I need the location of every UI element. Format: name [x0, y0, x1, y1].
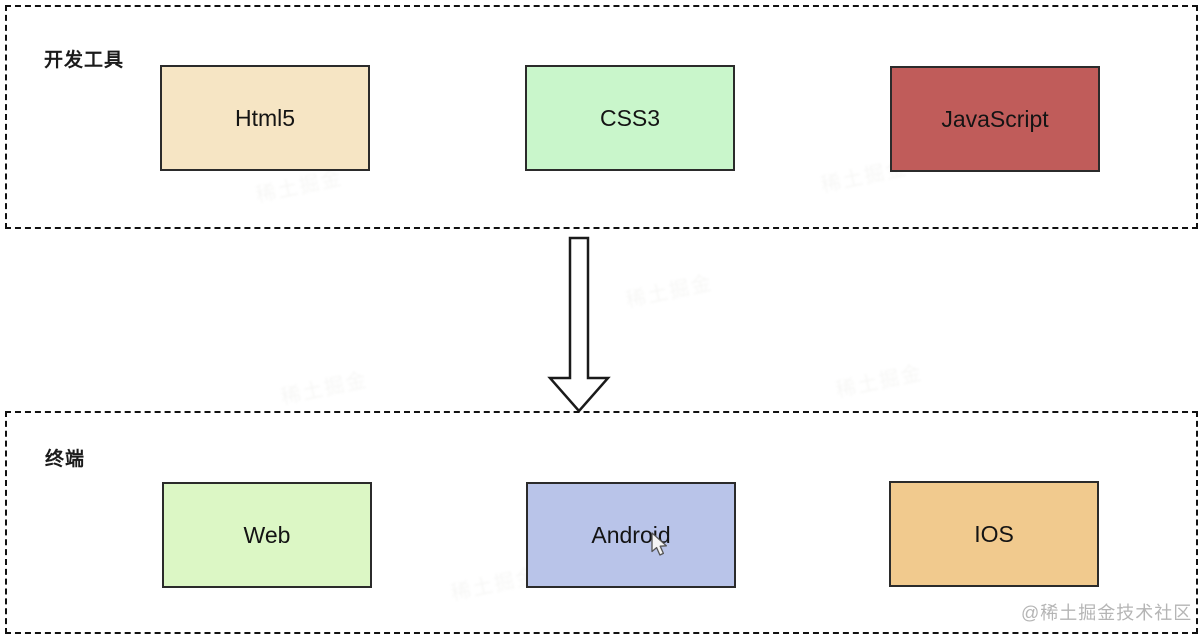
group-terminals: 终端 Web Android IOS [5, 411, 1198, 634]
group-dev-tools-label: 开发工具 [44, 50, 125, 71]
node-ios-label: IOS [974, 520, 1014, 547]
community-watermark: @稀土掘金技术社区 [1021, 603, 1193, 623]
down-arrow-icon [547, 236, 611, 413]
node-javascript: JavaScript [890, 66, 1100, 172]
node-html5-label: Html5 [234, 104, 296, 131]
node-web-label: Web [243, 521, 291, 548]
node-android-label: Android [591, 521, 671, 548]
faint-watermark: 稀土掘金 [624, 272, 715, 312]
faint-watermark: 稀土掘金 [834, 362, 925, 402]
node-css3-label: CSS3 [599, 104, 661, 131]
node-web: Web [162, 482, 372, 588]
node-javascript-label: JavaScript [941, 105, 1049, 132]
faint-watermark: 稀土掘金 [279, 369, 370, 409]
node-android: Android [526, 482, 736, 588]
group-dev-tools: 开发工具 Html5 CSS3 JavaScript [5, 5, 1198, 229]
node-ios: IOS [889, 481, 1099, 587]
group-terminals-label: 终端 [45, 449, 86, 470]
node-html5: Html5 [160, 65, 370, 171]
node-css3: CSS3 [525, 65, 735, 171]
